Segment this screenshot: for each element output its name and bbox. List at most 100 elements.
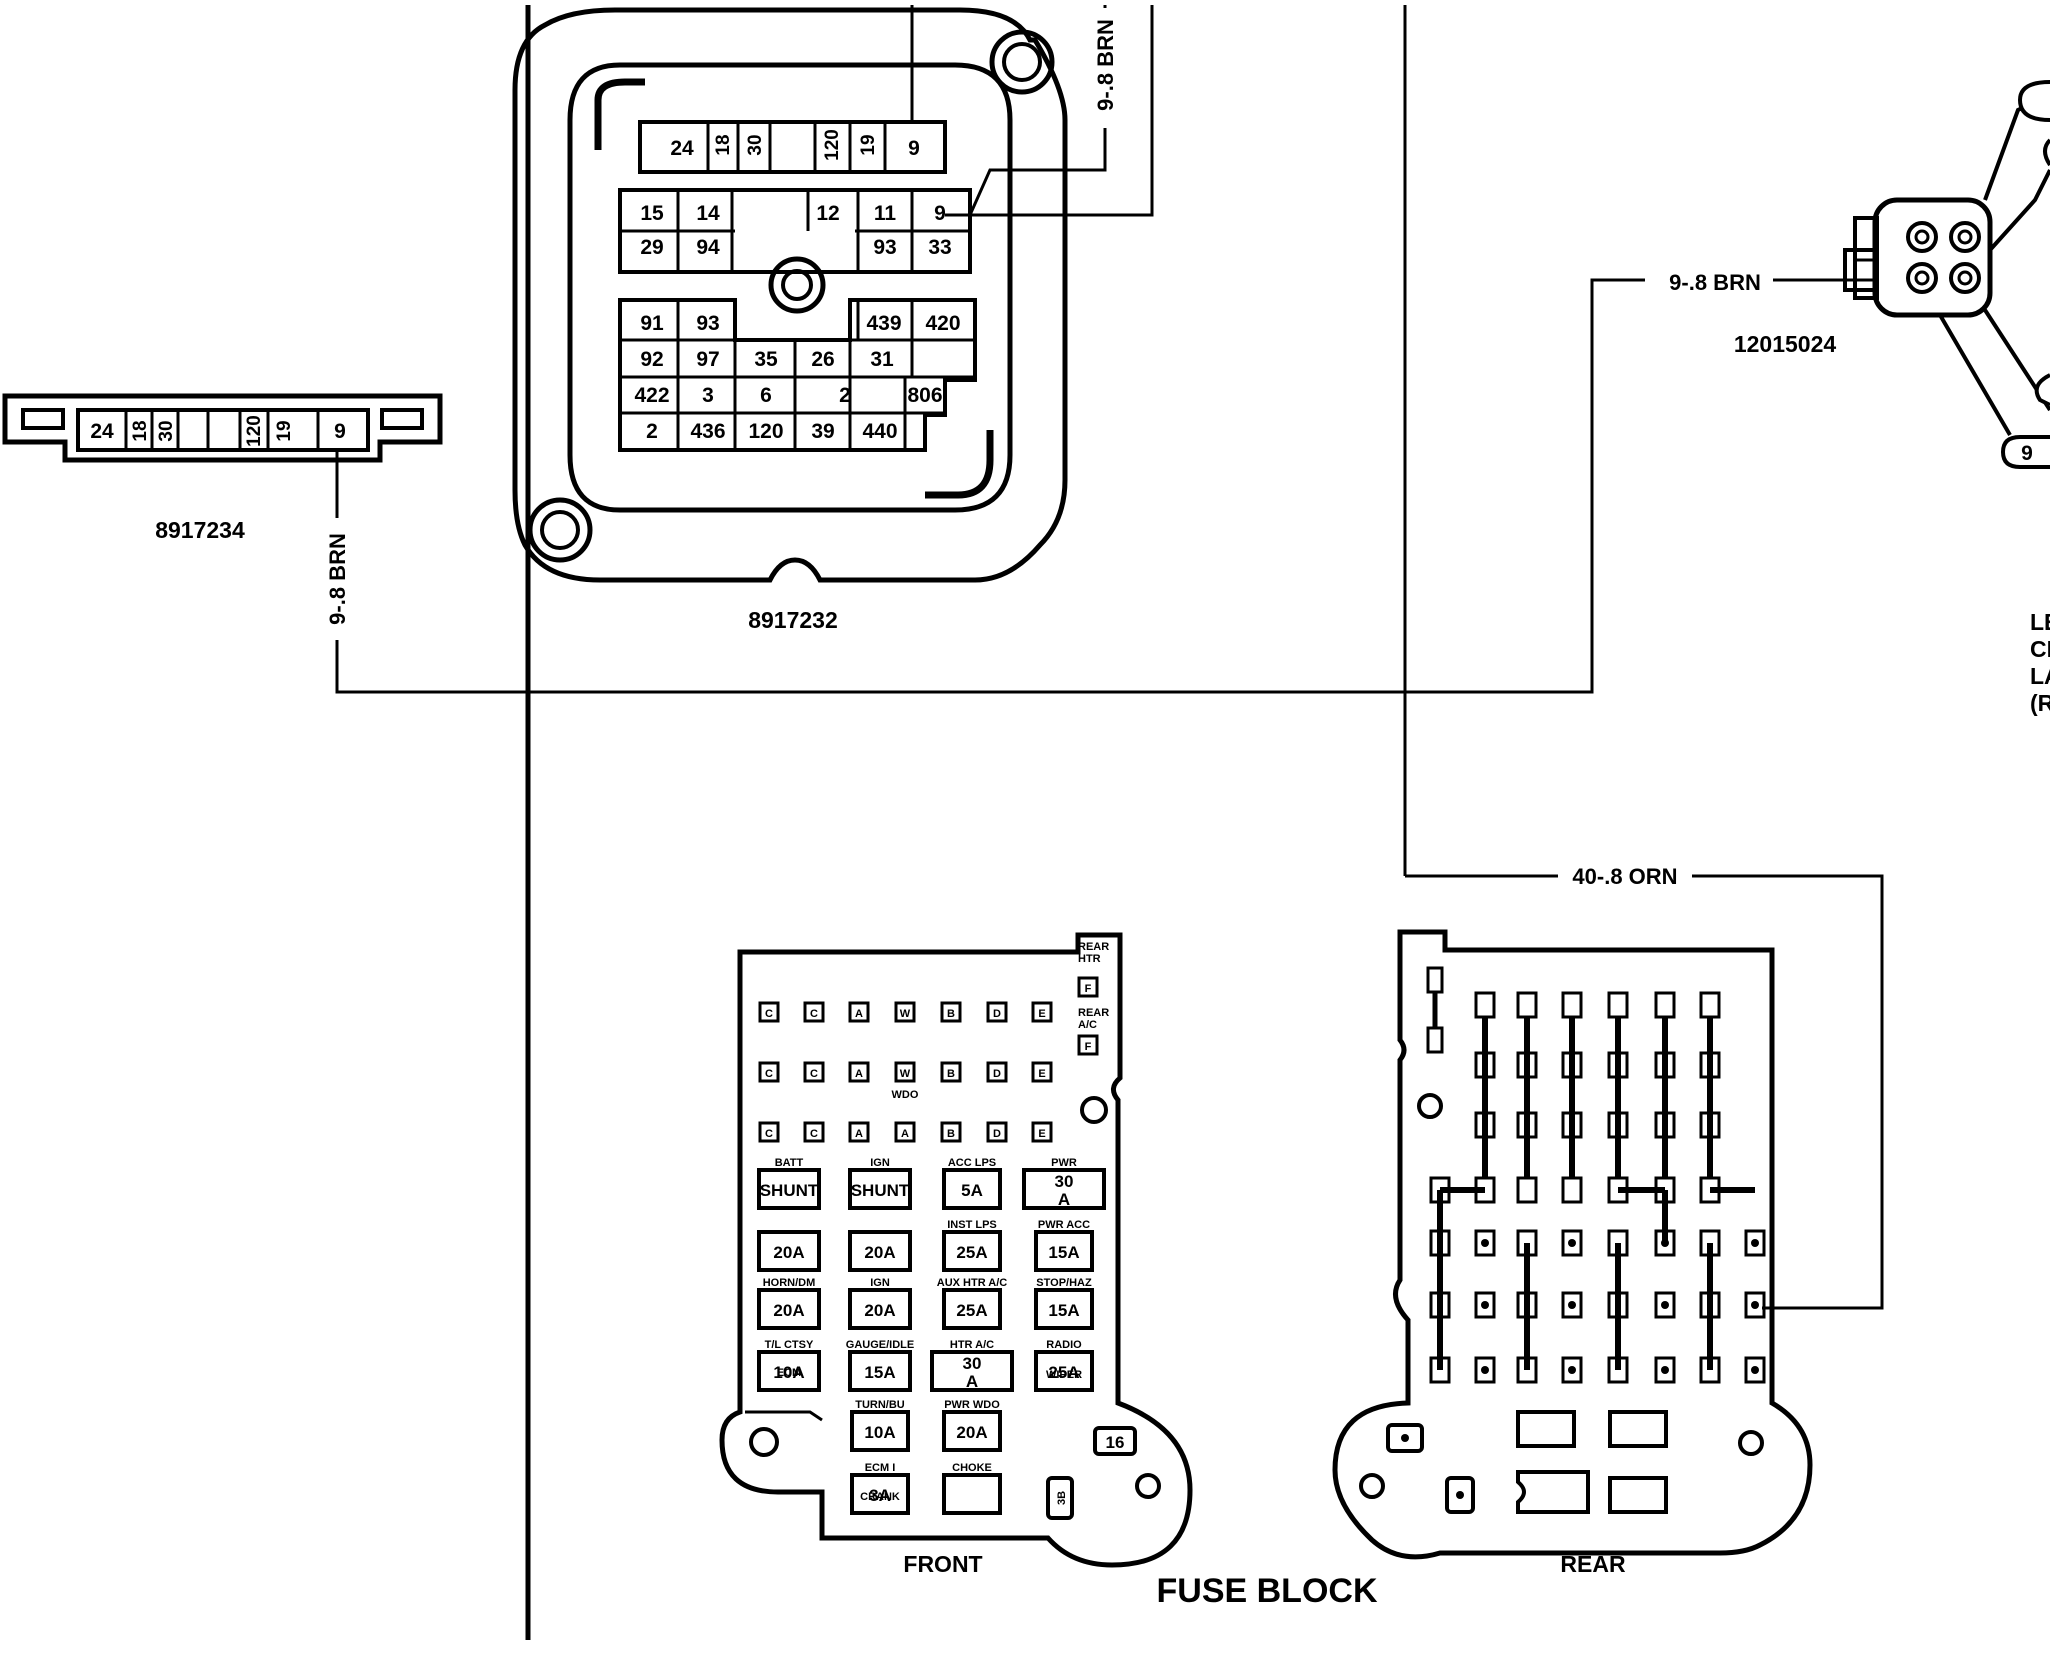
fuse-15: RADIO 25A bbox=[1034, 1339, 1094, 1392]
center-pin-420: 420 bbox=[925, 312, 960, 335]
right-partial-label-3: LA bbox=[2030, 663, 2050, 689]
fuse-7-label: PWR ACC bbox=[1038, 1219, 1090, 1231]
connector-8917232: 24 18 30 120 19 9 15 14 12 11 9 29 94 93… bbox=[512, 7, 1068, 583]
fuse-3-value: 30 bbox=[1055, 1172, 1074, 1191]
fuse-11-label: STOP/HAZ bbox=[1036, 1277, 1092, 1289]
svg-text:16: 16 bbox=[1106, 1433, 1125, 1452]
center-pin-91: 91 bbox=[640, 312, 664, 335]
svg-text:A: A bbox=[855, 1128, 863, 1140]
fuse-19-label: WIPER bbox=[1046, 1369, 1082, 1381]
fuse-3b: 3B bbox=[1046, 1476, 1074, 1520]
fuse-21-label: CHOKE bbox=[952, 1462, 992, 1474]
center-pin-29: 29 bbox=[640, 236, 663, 259]
center-pin-120: 120 bbox=[748, 420, 783, 443]
center-connector-part-number: 8917232 bbox=[748, 607, 838, 633]
fuse-8-label: HORN/DM bbox=[763, 1277, 816, 1289]
fuse-0-value: SHUNT bbox=[760, 1181, 819, 1200]
svg-text:D: D bbox=[993, 1128, 1001, 1140]
orn-wire-label: 40-.8 ORN bbox=[1572, 864, 1677, 889]
right-pin-9: 9 bbox=[2021, 442, 2033, 465]
svg-text:W: W bbox=[900, 1008, 911, 1020]
svg-text:HTR: HTR bbox=[1078, 953, 1101, 965]
fuse-12-value: 10A bbox=[773, 1363, 804, 1382]
left-pin-18: 18 bbox=[130, 420, 151, 441]
fuse-16-label: ECM bbox=[777, 1367, 801, 1379]
svg-text:C: C bbox=[810, 1008, 818, 1020]
fuse-5: 20A bbox=[848, 1230, 912, 1272]
svg-text:REAR: REAR bbox=[1078, 941, 1109, 953]
left-pin-120: 120 bbox=[244, 415, 265, 447]
svg-text:B: B bbox=[947, 1008, 955, 1020]
fuse-9-label: IGN bbox=[870, 1277, 890, 1289]
fuse-15-value: 25A bbox=[1048, 1363, 1079, 1382]
fuse-8: HORN/DM 20A bbox=[757, 1277, 821, 1330]
center-pin-33: 33 bbox=[928, 236, 951, 259]
svg-text:W: W bbox=[900, 1068, 911, 1080]
right-partial-label-1: LE bbox=[2030, 609, 2050, 635]
fuse-3-label: PWR bbox=[1051, 1157, 1077, 1169]
connector-8917234: 24 18 30 120 19 9 bbox=[2, 393, 443, 463]
fuse-2-value: 5A bbox=[961, 1181, 983, 1200]
fuse-block-front bbox=[719, 932, 1193, 1568]
svg-text:B: B bbox=[947, 1128, 955, 1140]
svg-text:A: A bbox=[855, 1008, 863, 1020]
fuse-20: ECM I 3A bbox=[850, 1462, 910, 1515]
center-pin-14: 14 bbox=[696, 202, 720, 225]
svg-text:D: D bbox=[993, 1068, 1001, 1080]
center-pin-439: 439 bbox=[866, 312, 901, 335]
fuse-2-label: ACC LPS bbox=[948, 1157, 996, 1169]
left-pin-9: 9 bbox=[334, 420, 346, 443]
fuse-17-label: TURN/BU bbox=[855, 1399, 905, 1411]
left-connector-part-number: 8917234 bbox=[155, 517, 245, 543]
center-pin-9: 9 bbox=[934, 202, 946, 225]
left-pin-24: 24 bbox=[90, 420, 114, 443]
fuse-20-label: ECM I bbox=[865, 1462, 896, 1474]
center-pin-422: 422 bbox=[634, 384, 669, 407]
fuse-21: CHOKE bbox=[942, 1462, 1002, 1515]
fuse-11-value: 15A bbox=[1048, 1301, 1079, 1320]
center-pin-3: 3 bbox=[702, 384, 714, 407]
svg-text:A/C: A/C bbox=[1078, 1019, 1097, 1031]
fuse-22: CRANK bbox=[860, 1491, 900, 1503]
center-pin-39: 39 bbox=[811, 420, 834, 443]
fuse-5-value: 20A bbox=[864, 1243, 895, 1262]
front-side-labels: REAR HTR F REAR A/C F bbox=[1077, 941, 1109, 1056]
fuse-15-label: RADIO bbox=[1046, 1339, 1082, 1351]
svg-text:C: C bbox=[765, 1008, 773, 1020]
fuse-20-value: 3A bbox=[869, 1486, 891, 1505]
fuse-6-label: INST LPS bbox=[947, 1219, 997, 1231]
fuse-14-value: A bbox=[966, 1372, 978, 1391]
right-partial-label-2: CI bbox=[2030, 636, 2050, 662]
left-pin-19: 19 bbox=[274, 420, 295, 441]
fuse-8-value: 20A bbox=[773, 1301, 804, 1320]
svg-text:E: E bbox=[1038, 1068, 1045, 1080]
center-pin-806: 806 bbox=[907, 384, 942, 407]
svg-text:C: C bbox=[765, 1128, 773, 1140]
svg-text:C: C bbox=[810, 1128, 818, 1140]
fuse-22-label: CRANK bbox=[860, 1491, 900, 1503]
fuse-14-label: HTR A/C bbox=[950, 1339, 994, 1351]
connector-12015024: 9 bbox=[1843, 80, 2050, 469]
fuse-16: ECM bbox=[777, 1367, 801, 1379]
right-connector-part-number: 12015024 bbox=[1734, 331, 1837, 357]
fuse-11: STOP/HAZ 15A bbox=[1034, 1277, 1094, 1330]
fuse-18-value: 20A bbox=[956, 1423, 987, 1442]
fuse-10-value: 25A bbox=[956, 1301, 987, 1320]
svg-text:F: F bbox=[1085, 983, 1092, 995]
center-pin-97: 97 bbox=[696, 348, 719, 371]
svg-text:REAR: REAR bbox=[1078, 1007, 1109, 1019]
center-pin-12: 12 bbox=[816, 202, 839, 225]
fuse-1-value: SHUNT bbox=[851, 1181, 910, 1200]
center-pin-31: 31 bbox=[870, 348, 894, 371]
center-pin-94: 94 bbox=[696, 236, 720, 259]
center-pin-93b: 93 bbox=[696, 312, 719, 335]
svg-text:E: E bbox=[1038, 1128, 1045, 1140]
